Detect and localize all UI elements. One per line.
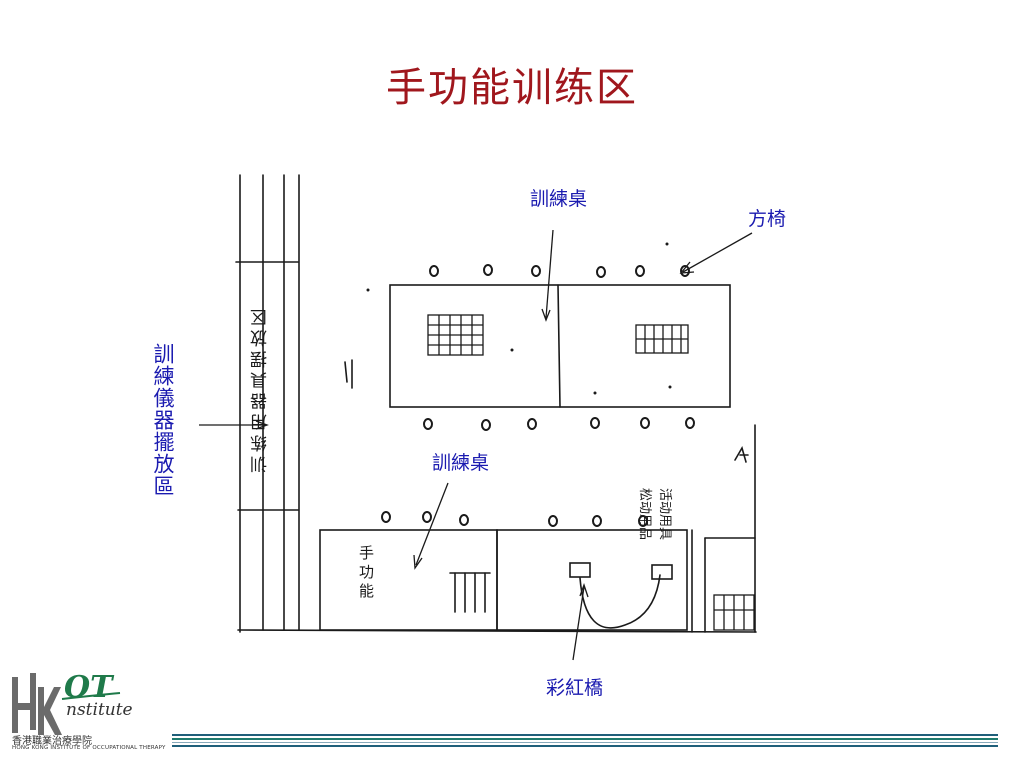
label-equipment-area: 訓練儀器擺放區 xyxy=(151,343,175,497)
page-title: 手功能训练区 xyxy=(386,65,638,111)
label-rainbow-bridge: 彩紅橋 xyxy=(546,677,604,699)
logo-english-name: HONG KONG INSTITUTE OF OCCUPATIONAL THER… xyxy=(12,745,166,751)
handwritten-right-note-2: 活动用具 xyxy=(657,488,672,541)
label-training-table-bottom: 訓練桌 xyxy=(432,452,490,474)
label-training-table-top: 訓練桌 xyxy=(530,188,588,210)
handwritten-desk-note: 手功能 xyxy=(357,545,375,602)
label-square-chair: 方椅 xyxy=(748,208,787,230)
logo-chinese-name: 香港職業治療學院 xyxy=(12,736,92,747)
svg-text:OT: OT xyxy=(64,670,115,705)
handwritten-right-note-1: 松动用品 xyxy=(637,488,652,541)
footer-divider xyxy=(172,734,998,747)
handwritten-wall-note: 训练用器具摆放区 xyxy=(251,305,271,473)
svg-text:nstitute: nstitute xyxy=(66,700,133,720)
institute-logo: OT nstitute xyxy=(12,670,133,735)
